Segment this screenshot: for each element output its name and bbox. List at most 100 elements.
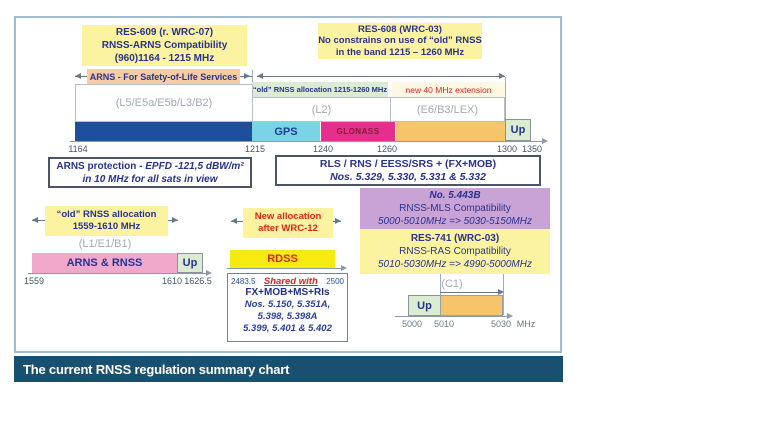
shared-line5: 5.399, 5.401 & 5.402 (243, 323, 332, 334)
tick-5010: 5010 (433, 319, 455, 329)
up-label-left: Up (182, 257, 198, 269)
shared-right-freq: 2500 (326, 277, 344, 286)
band-label-e6: (E6/B3/LEX) (416, 103, 479, 116)
unit-mhz: MHz (516, 319, 536, 329)
res608-line3: in the band 1215 – 1260 MHz (335, 46, 465, 58)
band-label-l5: (L5/E5a/E5b/L3/B2) (115, 97, 213, 109)
old-alloc-arrowhead-left-icon (32, 217, 38, 223)
up-label-right: Up (417, 299, 432, 312)
tick-5030: 5030 (490, 319, 512, 329)
tick-1300: 1300 (496, 144, 518, 154)
res741-line3: 5010-5030MHz => 4990-5000MHz (378, 259, 532, 270)
tick-1215: 1215 (244, 144, 266, 154)
band-label-c1: (C1) (441, 277, 463, 290)
lower-right-axis-arrowhead-icon (507, 313, 513, 319)
arns-extent-arrowhead-left-icon (75, 73, 81, 79)
tick-1559: 1559 (23, 276, 45, 286)
band-label-box-e6: (E6/B3/LEX) (390, 97, 505, 122)
rdss-axis-arrowhead-icon (341, 265, 347, 271)
gps-label: GPS (274, 125, 298, 138)
band-label-l1: (L1/E1/B1) (78, 238, 132, 250)
new-alloc-arrowhead-left-icon (231, 218, 237, 224)
caption-bar: The current RNSS regulation summary char… (14, 356, 563, 382)
res609-box: RES-609 (r. WRC-07) RNSS-ARNS Compatibil… (82, 25, 247, 66)
tick-1610: 1610 (161, 276, 183, 286)
mls-box: No. 5.443B RNSS-MLS Compatibility 5000-5… (360, 188, 550, 229)
res608-title: RES-608 (WRC-03) (358, 23, 442, 35)
rdss-axis-line (227, 268, 341, 269)
main-axis-arrowhead-icon (542, 138, 548, 144)
tick-1350: 1350 (521, 144, 543, 154)
band-label-box-l5: (L5/E5a/E5b/L3/B2) (75, 84, 253, 122)
lower-left-axis-line (28, 273, 206, 274)
shared-left-freq: 2483.5 (231, 277, 256, 286)
band-segment-navy (75, 122, 252, 141)
c1-arrow-line (440, 292, 500, 293)
lower-right-axis-line (395, 316, 507, 317)
res608-box: RES-608 (WRC-03) No constrains on use of… (318, 23, 482, 59)
band-segment-up-left: Up (177, 253, 203, 273)
res608-extent-arrowhead-left-icon (257, 73, 263, 79)
arns-protection-line2: in 10 MHz for all sats in view (82, 173, 218, 185)
band-label-box-l2: (L2) (252, 97, 391, 122)
new-alloc-line2: after WRC-12 (258, 223, 318, 234)
res609-line2: RNSS-ARNS Compatibility (101, 40, 228, 51)
new-alloc-box: New allocation after WRC-12 (243, 208, 333, 238)
tick-1240: 1240 (312, 144, 334, 154)
mls-title: No. 5.443B (429, 190, 481, 201)
old-alloc-label: “old” RNSS allocation 1215-1260 MHz (252, 85, 388, 94)
res609-title: RES-609 (r. WRC-07) (115, 27, 214, 38)
band-segment-extension (396, 122, 505, 141)
new-ext-strip: new 40 MHz extension (392, 82, 505, 97)
res741-line2: RNSS-RAS Compatibility (399, 246, 511, 257)
band-segment-rdss: RDSS (230, 250, 335, 268)
res608-extent-arrowhead-right-icon (499, 73, 505, 79)
res741-title: RES-741 (WRC-03) (410, 233, 500, 244)
tick-1260: 1260 (376, 144, 398, 154)
tick-1626: 1626.5 (184, 276, 212, 286)
band-segment-arns-rnss: ARNS & RNSS (32, 253, 177, 273)
shared-with-box: 2483.5 Shared with 2500 FX+MOB+MS+RIs No… (227, 273, 348, 342)
band-segment-up-top: Up (505, 119, 531, 141)
arns-sol-label: ARNS - For Safety-of-Life Services (89, 71, 238, 82)
glonass-label: GLONASS (336, 127, 380, 136)
lower-left-axis-arrowhead-icon (206, 270, 212, 276)
old-alloc-strip: “old” RNSS allocation 1215-1260 MHz (252, 82, 388, 97)
c1-arrowhead-icon (498, 289, 504, 295)
shared-line4: 5.398, 5.398A (257, 311, 318, 322)
arns-protection-part2: EPFD -121,5 dBW/m² (145, 160, 244, 172)
band-segment-up-right: Up (408, 295, 441, 316)
new-alloc-line1: New allocation (254, 211, 322, 222)
res609-line3: (960)1164 - 1215 MHz (114, 53, 215, 64)
new-ext-label: new 40 MHz extension (405, 84, 492, 95)
arns-sol-box: ARNS - For Safety-of-Life Services (87, 69, 240, 84)
refline-1300 (505, 77, 506, 122)
new-alloc-arrowhead-right-icon (335, 218, 341, 224)
main-axis-line (70, 141, 542, 142)
old-alloc-arrowhead-right-icon (172, 217, 178, 223)
res608-extent-arrow-line (257, 76, 505, 77)
tick-5000: 5000 (401, 319, 423, 329)
band-segment-gps: GPS (252, 122, 320, 141)
band-segment-c1 (440, 295, 503, 316)
shared-line3: Nos. 5.150, 5.351A, (244, 299, 331, 310)
mls-line2: RNSS-MLS Compatibility (399, 203, 511, 214)
arns-extent-arrowhead-right-icon (244, 73, 250, 79)
shared-with-header: 2483.5 Shared with 2500 (228, 274, 347, 287)
arns-protection-part1: ARNS protection - (56, 160, 146, 172)
shared-line2: FX+MOB+MS+RIs (245, 287, 330, 298)
arns-protection-line1: ARNS protection - EPFD -121,5 dBW/m² (56, 160, 243, 173)
rdss-label: RDSS (267, 253, 298, 265)
arns-rnss-label: ARNS & RNSS (66, 257, 143, 269)
shared-title: Shared with (263, 276, 318, 287)
arns-protection-box: ARNS protection - EPFD -121,5 dBW/m² in … (48, 157, 252, 188)
up-label-top: Up (510, 124, 526, 136)
refline-5010 (440, 274, 441, 315)
old-alloc-1559-line1: “old” RNSS allocation (56, 209, 157, 220)
rls-line2: Nos. 5.329, 5.330, 5.331 & 5.332 (330, 170, 486, 183)
old-alloc-1559-box: “old” RNSS allocation 1559-1610 MHz (45, 206, 168, 236)
res608-line2: No constrains on use of “old” RNSS (318, 35, 482, 47)
tick-1164: 1164 (68, 144, 88, 154)
caption-text: The current RNSS regulation summary char… (23, 361, 290, 377)
